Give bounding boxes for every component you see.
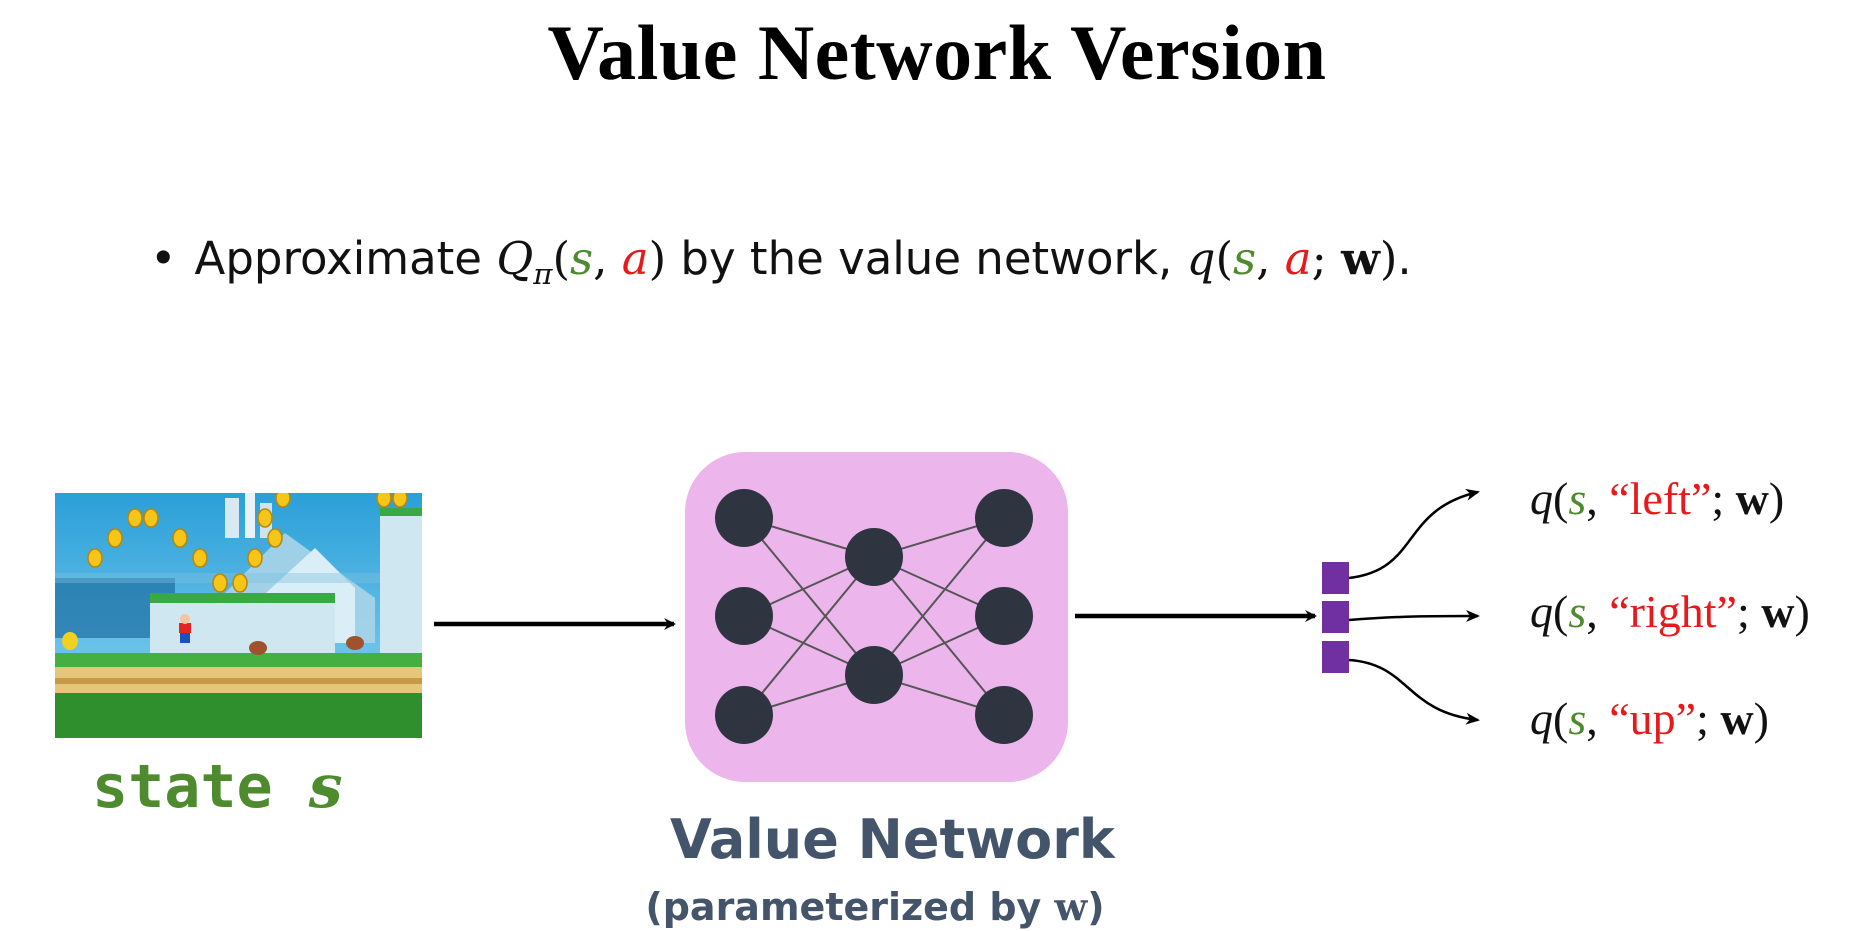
bullet-approximate: •Approximate Qπ(s, a) by the value netwo… bbox=[150, 232, 1412, 291]
network-node bbox=[975, 587, 1033, 645]
network-node bbox=[845, 646, 903, 704]
state-var: s bbox=[308, 752, 343, 822]
network-node bbox=[975, 686, 1033, 744]
output-cell bbox=[1322, 641, 1349, 673]
branch-arrow-left bbox=[1348, 488, 1480, 580]
value-network-subtitle: (parameterized by w) bbox=[645, 884, 1105, 929]
output-q-up: q(s, “up”; w) bbox=[1530, 693, 1769, 744]
output-vector bbox=[1322, 562, 1349, 673]
math-Q: Q bbox=[496, 232, 534, 285]
network-nodes bbox=[715, 489, 1033, 744]
value-network-box bbox=[685, 452, 1068, 782]
math-s: s bbox=[570, 232, 594, 285]
network-node bbox=[715, 686, 773, 744]
bullet-dot: • bbox=[150, 232, 177, 285]
state-label: state s bbox=[92, 752, 343, 822]
branch-arrow-up bbox=[1348, 658, 1480, 725]
game-screenshot-image bbox=[55, 493, 422, 738]
output-cell bbox=[1322, 601, 1349, 633]
action-right: “right” bbox=[1609, 586, 1737, 637]
math-w: w bbox=[1341, 232, 1380, 285]
action-left: “left” bbox=[1609, 473, 1712, 524]
output-q-right: q(s, “right”; w) bbox=[1530, 586, 1810, 637]
output-cell bbox=[1322, 562, 1349, 594]
branch-arrow-right bbox=[1348, 610, 1480, 623]
network-node bbox=[975, 489, 1033, 547]
mario-level-picture bbox=[55, 493, 422, 738]
value-network-title: Value Network bbox=[670, 808, 1115, 871]
subtitle-w: w bbox=[1054, 884, 1088, 929]
math-pi: π bbox=[533, 257, 553, 291]
output-q-left: q(s, “left”; w) bbox=[1530, 473, 1785, 524]
network-node bbox=[715, 587, 773, 645]
math-a: a bbox=[621, 232, 649, 285]
math-q: q bbox=[1186, 232, 1216, 285]
branch-arrows bbox=[1348, 488, 1480, 725]
network-node bbox=[715, 489, 773, 547]
action-up: “up” bbox=[1609, 693, 1697, 744]
network-node bbox=[845, 528, 903, 586]
slide-title: Value Network Version bbox=[547, 9, 1327, 96]
